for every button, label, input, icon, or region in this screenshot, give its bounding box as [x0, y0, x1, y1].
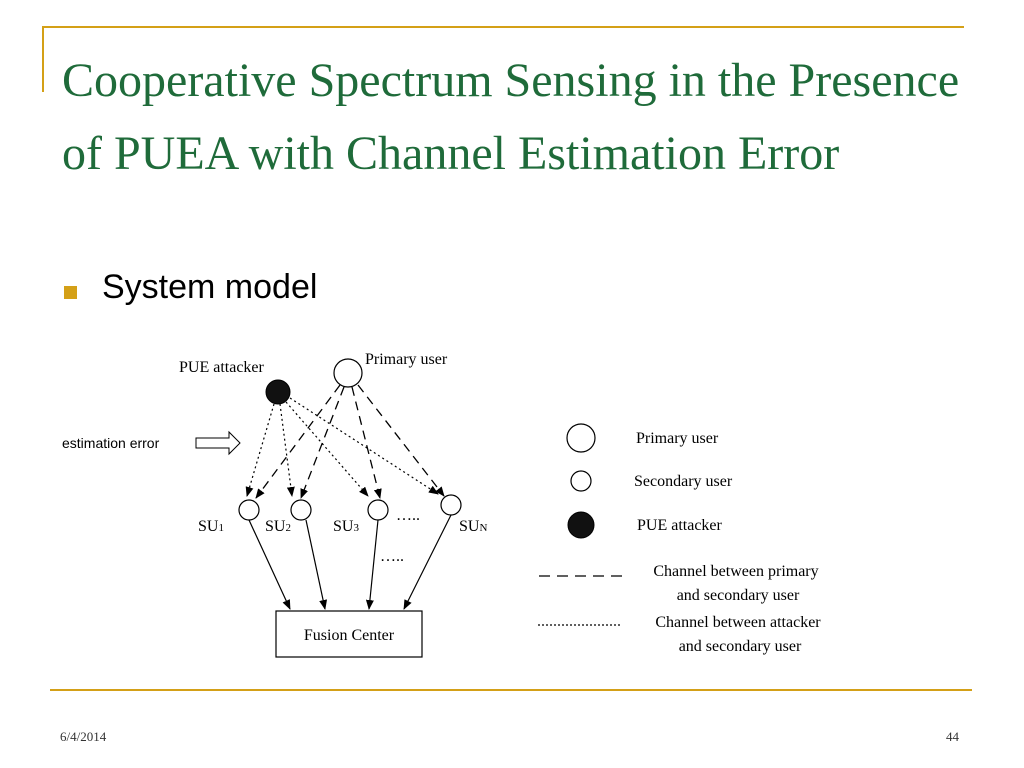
primary-channel-su3 — [351, 386, 382, 499]
su1-node — [238, 499, 260, 521]
su2-node — [290, 499, 312, 521]
attacker-channel-su1 — [245, 403, 275, 497]
attacker-channel-suN — [289, 397, 439, 495]
primary-channel-suN — [357, 384, 445, 497]
attacker-channel-su3 — [285, 401, 369, 497]
legend-pue-attacker-label: PUE attacker — [637, 517, 723, 534]
primary-channel-su1 — [255, 384, 341, 499]
legend-secondary-user-label: Secondary user — [634, 473, 733, 490]
pue-attacker-node — [265, 379, 291, 405]
su3-node — [367, 499, 389, 521]
legend-secondary-user-icon — [570, 470, 592, 492]
pue-attacker-label: PUE attacker — [179, 359, 265, 376]
fusion-center-box — [275, 610, 423, 658]
legend-primary-user-label: Primary user — [636, 430, 719, 447]
primary-user-label: Primary user — [365, 351, 448, 368]
legend-primary-user-icon — [566, 423, 596, 453]
report-arrow-su1 — [248, 519, 291, 610]
bullet-text: System model — [102, 268, 318, 306]
frame-left-rule — [42, 26, 44, 92]
footer-page-number: 44 — [946, 729, 959, 744]
ellipsis-lower: ….. — [380, 548, 404, 565]
slide-title: Cooperative Spectrum Sensing in the Pres… — [62, 54, 960, 180]
frame-bottom-rule — [50, 689, 972, 691]
fusion-center-label: Fusion Center — [304, 627, 395, 644]
primary-user-node — [333, 358, 363, 388]
report-arrow-su2 — [305, 519, 328, 610]
estimation-error-arrow-icon — [195, 430, 241, 456]
legend-attacker-channel-label: Channel between attacker and secondary u… — [655, 614, 824, 655]
report-arrow-su3 — [365, 519, 379, 610]
primary-channel-su2 — [300, 386, 345, 499]
estimation-error-label: estimation error — [62, 435, 160, 451]
su3-label: SU3 — [333, 518, 359, 535]
frame-top-rule — [42, 26, 964, 28]
attacker-channel-su2 — [279, 403, 295, 497]
ellipsis-upper: ….. — [396, 507, 420, 524]
legend-primary-channel-label: Channel between primary and secondary us… — [653, 563, 822, 604]
su1-label: SU1 — [198, 518, 224, 535]
bullet-square-icon — [64, 286, 77, 299]
report-arrow-suN — [403, 514, 452, 610]
legend-pue-attacker-icon — [567, 511, 595, 539]
su2-label: SU2 — [265, 518, 291, 535]
suN-node — [440, 494, 462, 516]
footer-date: 6/4/2014 — [60, 729, 107, 744]
suN-label: SUN — [459, 518, 487, 535]
